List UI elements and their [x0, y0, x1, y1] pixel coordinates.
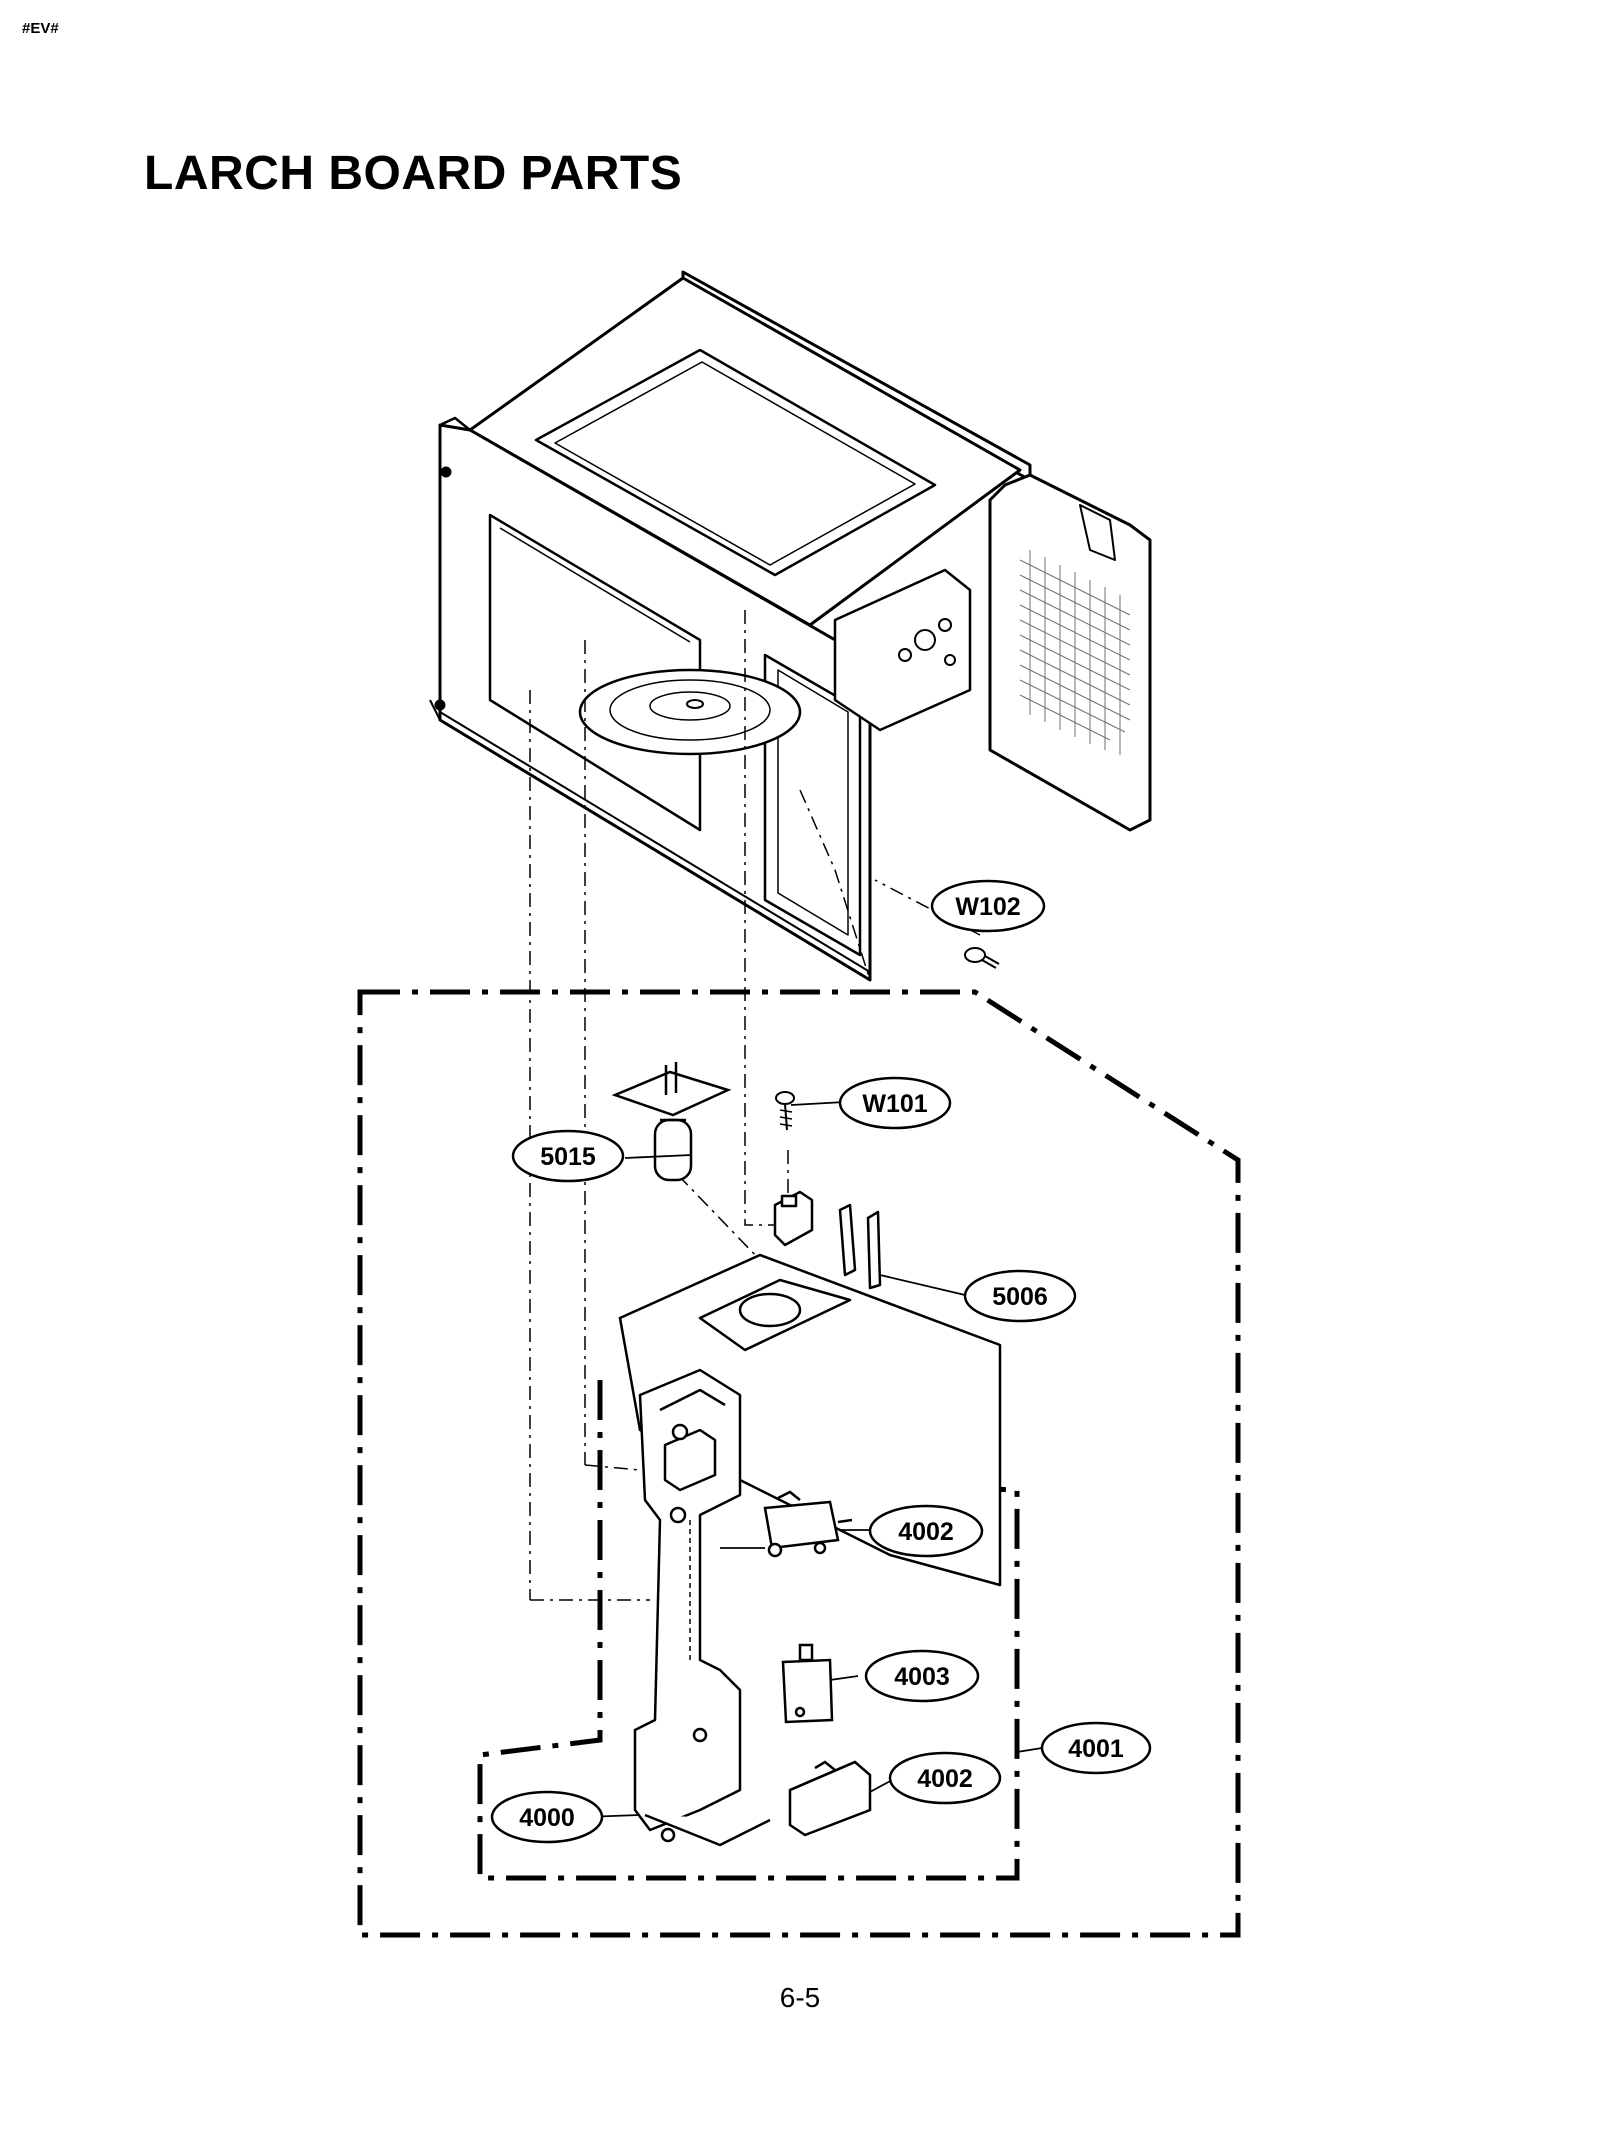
callout-4002-upper: 4002 [868, 1504, 984, 1558]
callout-5015: 5015 [511, 1129, 625, 1183]
switch-4002-lower [788, 1760, 872, 1837]
callout-label: 4000 [519, 1804, 575, 1832]
callout-label: W101 [862, 1090, 927, 1118]
microwave-chassis [429, 270, 1152, 982]
callout-label: 4001 [1068, 1735, 1124, 1763]
callout-label: 4002 [898, 1518, 954, 1546]
lamp-5015 [611, 1062, 732, 1182]
assembly-boundary [357, 989, 1241, 1938]
callout-w102: W102 [930, 879, 1046, 933]
callout-label: 4003 [894, 1663, 950, 1691]
callout-label: 4002 [917, 1765, 973, 1793]
bracket-5006 [618, 1190, 1002, 1587]
callout-label: 5015 [540, 1143, 596, 1171]
callout-4003: 4003 [864, 1649, 980, 1703]
callout-4001: 4001 [1040, 1721, 1152, 1775]
switch-4003 [781, 1643, 834, 1724]
screw-w101 [775, 1091, 795, 1131]
callout-4000: 4000 [490, 1790, 604, 1844]
page-number: 6-5 [779, 1982, 821, 2013]
screw-w102 [964, 947, 1000, 969]
page-title: LARCH BOARD PARTS [144, 147, 683, 200]
callout-5006: 5006 [963, 1269, 1077, 1323]
callout-w101: W101 [838, 1076, 952, 1130]
latch-lever-4000 [633, 1368, 771, 1847]
doc-code: #EV# [22, 20, 59, 37]
switch-4002-upper [763, 1490, 853, 1558]
projection-lines [529, 610, 981, 1601]
callout-4002-lower: 4002 [888, 1751, 1002, 1805]
callout-label: 5006 [992, 1283, 1048, 1311]
callout-label: W102 [955, 893, 1020, 921]
vent-perforation [1019, 550, 1131, 755]
